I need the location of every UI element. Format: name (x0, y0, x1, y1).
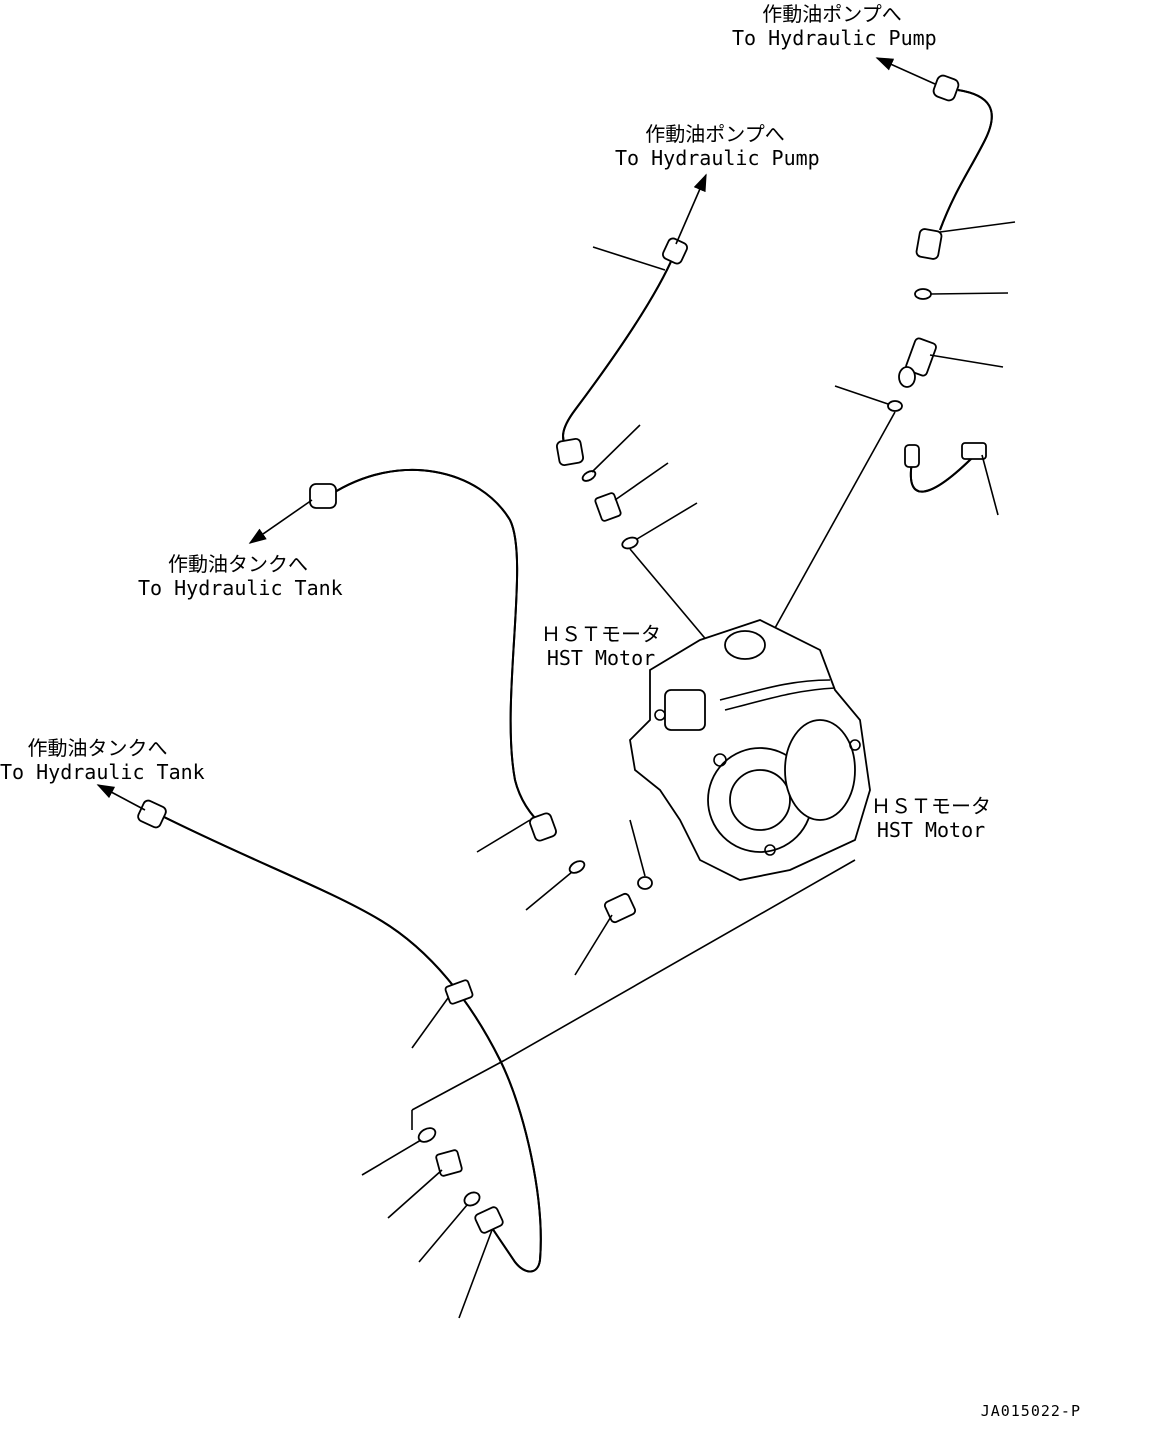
elbow-lower (574, 892, 637, 976)
label-hst-motor-lower: ＨＳＴモータ HST Motor (871, 794, 991, 842)
label-hst-motor-upper: ＨＳＴモータ HST Motor (541, 622, 661, 670)
label-to-pump-top-right: 作動油ポンプへ To Hydraulic Pump (732, 2, 937, 50)
label-to-tank-middle: 作動油タンクへ To Hydraulic Tank (138, 552, 343, 600)
hst-motor-drawing (629, 619, 871, 890)
fittings-right (759, 288, 1009, 656)
hose-tank-loop (248, 468, 586, 911)
hose-tank-left (96, 784, 856, 1319)
hose-top-right (875, 57, 1016, 260)
hose-middle-pump (555, 173, 741, 681)
drawing-code: JA015022-P (980, 1402, 1081, 1420)
label-to-tank-left: 作動油タンクへ To Hydraulic Tank (0, 736, 205, 784)
label-to-pump-middle: 作動油ポンプへ To Hydraulic Pump (615, 122, 820, 170)
